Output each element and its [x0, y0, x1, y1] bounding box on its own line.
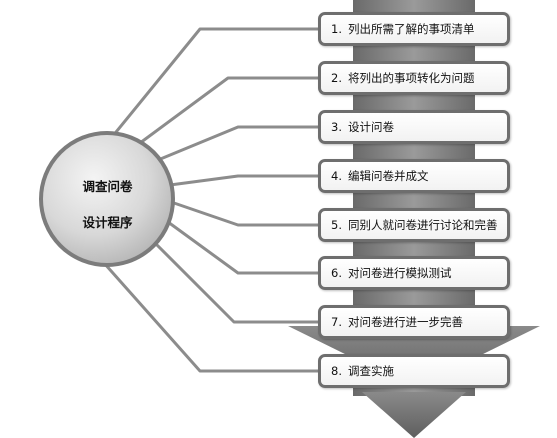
- step-number: 8.: [331, 364, 342, 378]
- step-number: 3.: [331, 120, 342, 134]
- connector-2: [139, 76, 320, 145]
- step-label: 同别人就问卷进行讨论和完善: [347, 218, 498, 232]
- connector-4: [169, 174, 320, 187]
- step-label: 列出所需了解的事项清单: [347, 22, 475, 36]
- center-title-line2: 设计程序: [82, 215, 133, 230]
- step-box-8: 8. 调查实施: [318, 354, 510, 388]
- step-label: 对问卷进行模拟测试: [347, 266, 452, 280]
- step-box-6: 6. 对问卷进行模拟测试: [318, 256, 510, 290]
- connector-5: [173, 201, 320, 227]
- step-label: 调查实施: [347, 364, 394, 378]
- connector-1: [110, 27, 320, 138]
- step-box-2: 2. 将列出的事项转化为问题: [318, 61, 510, 95]
- step-number: 5.: [331, 218, 342, 232]
- connector-7: [151, 239, 320, 324]
- flow-arrow-shaft-lower: [353, 386, 475, 396]
- connector-8: [102, 262, 320, 373]
- step-label: 设计问卷: [347, 120, 394, 134]
- center-circle: [39, 131, 175, 267]
- step-number: 1.: [331, 22, 342, 36]
- connector-6: [167, 220, 320, 275]
- center-title-line1: 调查问卷: [82, 179, 133, 194]
- step-box-1: 1. 列出所需了解的事项清单: [318, 12, 510, 46]
- step-label: 编辑问卷并成文: [347, 169, 429, 183]
- connector-3: [157, 125, 320, 162]
- step-box-5: 5. 同别人就问卷进行讨论和完善: [318, 208, 510, 242]
- step-number: 2.: [331, 71, 342, 85]
- step-box-3: 3. 设计问卷: [318, 110, 510, 144]
- step-number: 7.: [331, 315, 342, 329]
- step-number: 6.: [331, 266, 342, 280]
- step-label: 将列出的事项转化为问题: [347, 71, 475, 85]
- connector-lines: [102, 27, 320, 373]
- step-box-4: 4. 编辑问卷并成文: [318, 159, 510, 193]
- flow-arrow-head-lower: [362, 392, 466, 438]
- step-number: 4.: [331, 169, 342, 183]
- step-label: 对问卷进行进一步完善: [347, 315, 463, 329]
- step-box-7: 7. 对问卷进行进一步完善: [318, 305, 510, 339]
